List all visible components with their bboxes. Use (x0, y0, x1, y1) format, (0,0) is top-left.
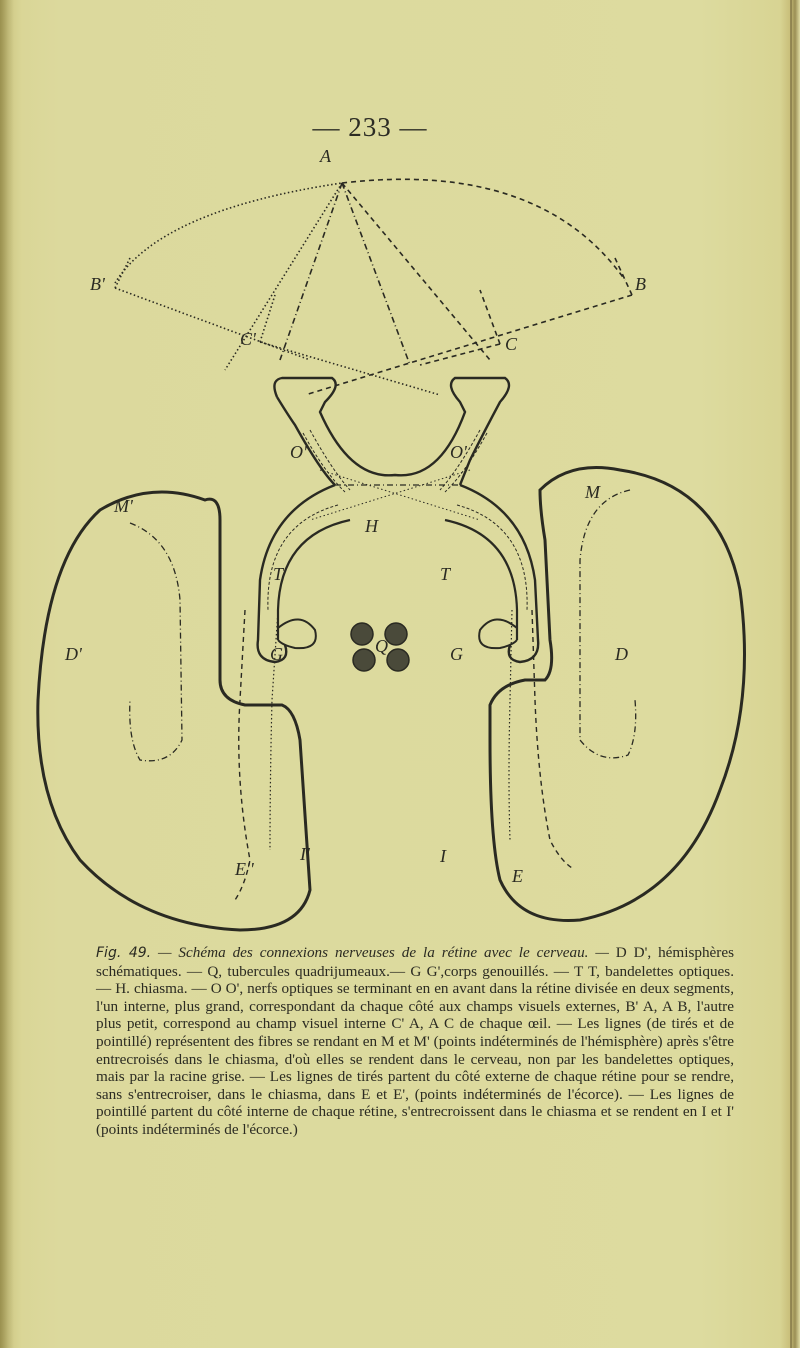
label-a: A (319, 146, 332, 166)
page-edge (790, 0, 792, 1348)
label-h-chiasma: H (364, 516, 379, 536)
left-hemisphere (36, 490, 312, 932)
label-i: I (439, 846, 447, 866)
visual-field-lines (114, 178, 633, 396)
quadrigeminal-tubercles (350, 622, 410, 672)
label-b: B (635, 274, 646, 294)
figure-caption: Fig. 49. — Schéma des connexions nerveus… (96, 944, 734, 1139)
label-o-right: O' (450, 442, 468, 462)
label-i-prime: I' (299, 844, 311, 864)
label-d: D (614, 644, 628, 664)
diagram-svg: A B B' C C' O' O' H T' T G' G Q M' M D' … (36, 146, 746, 932)
label-o-left: O' (290, 442, 308, 462)
page-gutter-shadow (0, 0, 14, 1348)
figure-description: D D', hémisphères schématiques. — Q, tub… (96, 944, 734, 1138)
label-m: M (584, 482, 601, 502)
optic-nerves-chiasma (273, 376, 511, 521)
label-d-prime: D' (64, 644, 83, 664)
label-c-prime: C' (240, 329, 257, 349)
label-b-prime: B' (90, 274, 106, 294)
optic-tracts (256, 483, 540, 664)
label-e: E (511, 866, 523, 886)
label-m-prime: M' (113, 496, 134, 516)
label-t-prime: T' (273, 564, 288, 584)
right-hemisphere (488, 466, 746, 922)
label-t: T (440, 564, 452, 584)
label-c: C (505, 334, 518, 354)
label-e-prime: E'' (234, 859, 255, 879)
figure-number: Fig. 49. (96, 945, 152, 961)
label-g: G (450, 644, 463, 664)
label-q: Q (375, 636, 388, 656)
figure-retina-brain-diagram: A B B' C C' O' O' H T' T G' G Q M' M D' … (20, 140, 780, 940)
label-g-prime: G' (270, 644, 288, 664)
diagram-labels: A B B' C C' O' O' H T' T G' G Q M' M D' … (64, 146, 646, 886)
figure-title: — Schéma des connexions nerveuses de la … (158, 944, 609, 961)
page-number: — 233 — (312, 112, 428, 142)
